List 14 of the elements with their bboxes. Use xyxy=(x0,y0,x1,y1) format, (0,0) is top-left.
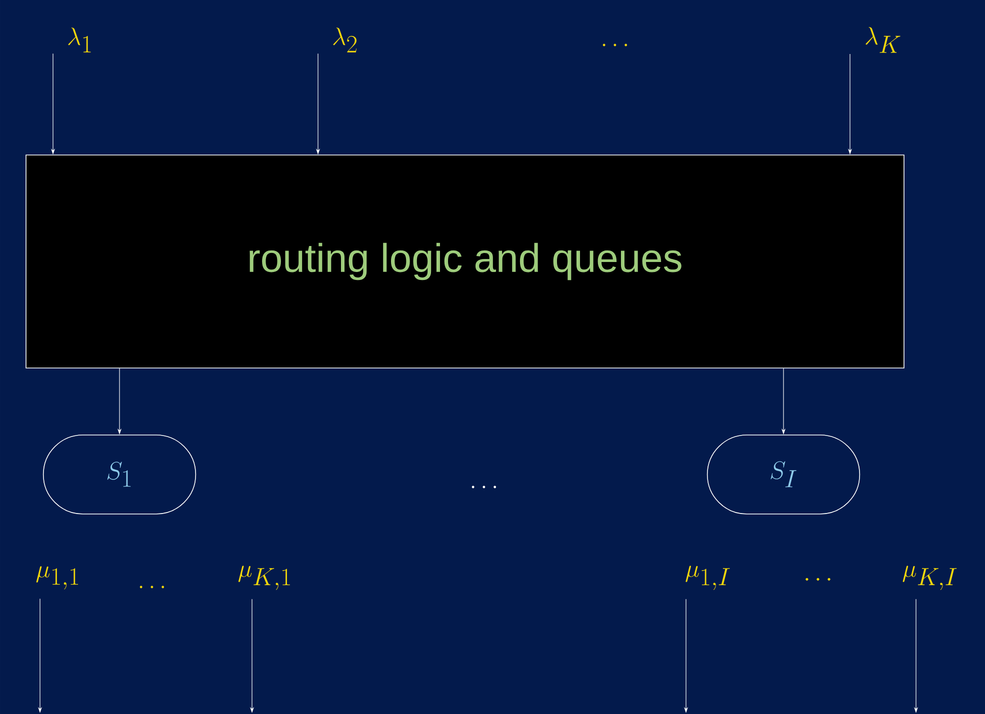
rate-label: $\mu_{K,1}$ xyxy=(238,566,290,590)
ellipsis: $\dots$ xyxy=(140,586,164,588)
rate-label: $\lambda_2$ xyxy=(333,28,357,52)
process-box: routing logic and queues xyxy=(26,154,904,368)
rate-label: $\mu_{K,I}$ xyxy=(902,566,957,590)
rate-label: $\lambda_1$ xyxy=(68,28,91,52)
rate-label: $\mu_{1,1}$ xyxy=(36,566,78,590)
server-box: $S_I$ xyxy=(706,434,860,514)
ellipsis: $\dots$ xyxy=(602,44,628,46)
rate-label: $\mu_{1,I}$ xyxy=(686,566,730,590)
rate-label: $\lambda_K$ xyxy=(866,27,900,53)
ellipsis: $\dots$ xyxy=(472,486,496,488)
server-box: $S_1$ xyxy=(42,434,196,514)
ellipsis: $\cdots$ xyxy=(806,578,830,581)
